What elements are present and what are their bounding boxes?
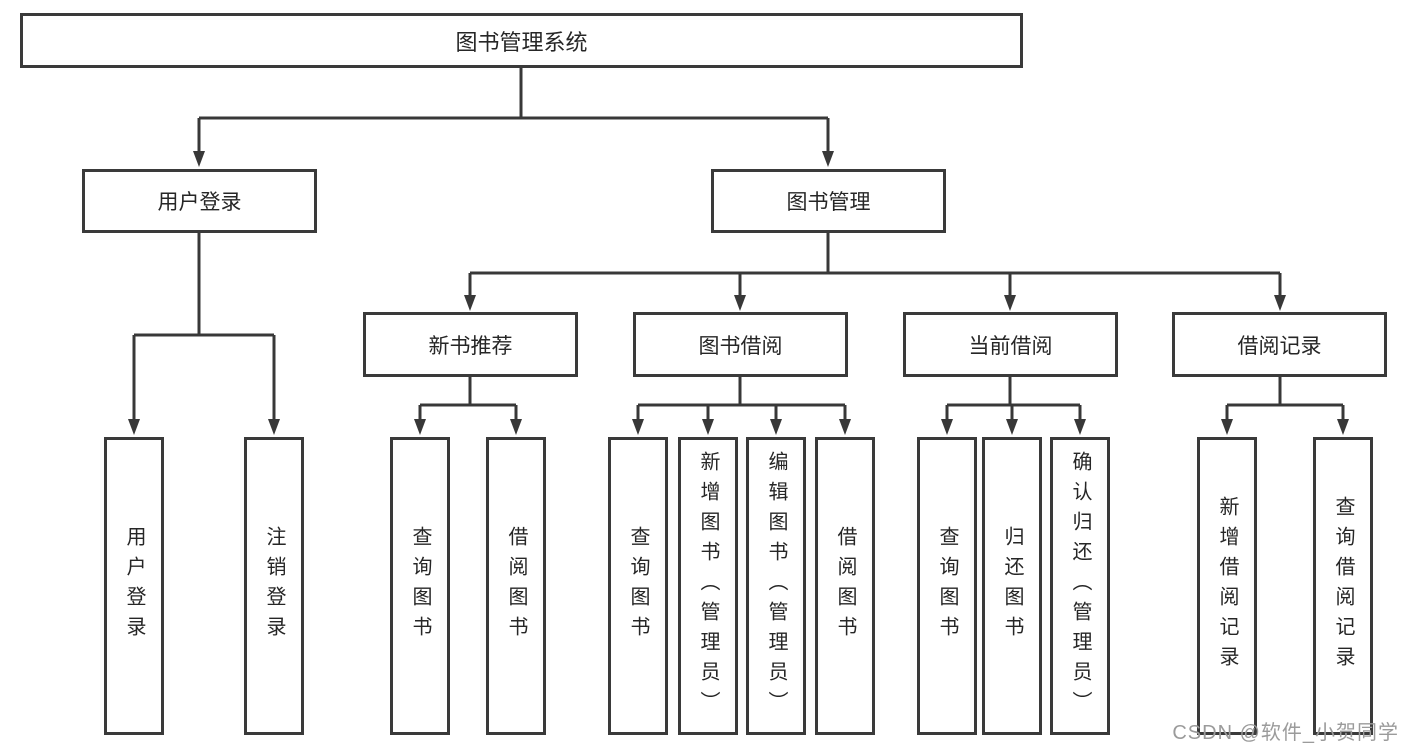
connector-currentborrow-leaves [947, 377, 1080, 407]
leaf-bb-borrow-book: 借阅图书 [815, 437, 875, 735]
leaf-rec-borrow-book-label: 借阅图书 [505, 526, 527, 646]
node-user-login: 用户登录 [82, 169, 317, 233]
leaf-bb-add-book-label: 新增图书（管理员） [697, 451, 719, 721]
node-borrow-records: 借阅记录 [1172, 312, 1387, 377]
watermark: CSDN @软件_小贺同学 [1172, 722, 1399, 744]
leaf-bb-edit-book-label: 编辑图书（管理员） [765, 451, 787, 721]
node-user-login-label: 用户登录 [157, 191, 242, 214]
leaf-cb-return-book-label: 归还图书 [1001, 526, 1023, 646]
leaf-cb-query-book: 查询图书 [917, 437, 977, 735]
leaf-logout-label: 注销登录 [263, 526, 285, 646]
node-book-mgmt: 图书管理 [711, 169, 946, 233]
node-root-label: 图书管理系统 [455, 29, 588, 55]
leaf-br-add-record: 新增借阅记录 [1197, 437, 1257, 735]
connector-newbooks-leaves [420, 377, 516, 407]
leaf-cb-confirm-return-label: 确认归还（管理员） [1069, 451, 1091, 721]
connector-bookmgmt-level3 [470, 233, 1280, 275]
node-root: 图书管理系统 [20, 13, 1023, 68]
connector-userlogin-leaves [134, 233, 274, 337]
leaf-bb-borrow-book-label: 借阅图书 [834, 526, 856, 646]
leaf-cb-return-book: 归还图书 [982, 437, 1042, 735]
node-current-borrow-label: 当前借阅 [968, 334, 1053, 358]
node-new-books-label: 新书推荐 [428, 334, 513, 358]
node-book-borrow: 图书借阅 [633, 312, 848, 377]
leaf-cb-confirm-return: 确认归还（管理员） [1050, 437, 1110, 735]
leaf-rec-query-book-label: 查询图书 [409, 526, 431, 646]
node-book-mgmt-label: 图书管理 [786, 191, 871, 214]
leaf-user-login-label: 用户登录 [123, 526, 145, 646]
leaf-br-query-record: 查询借阅记录 [1313, 437, 1373, 735]
leaf-rec-borrow-book: 借阅图书 [486, 437, 546, 735]
leaf-bb-query-book-label: 查询图书 [627, 526, 649, 646]
node-new-books: 新书推荐 [363, 312, 578, 377]
leaf-br-add-record-label: 新增借阅记录 [1216, 496, 1238, 676]
node-current-borrow: 当前借阅 [903, 312, 1118, 377]
connector-borrowrecords-leaves [1227, 377, 1343, 407]
leaf-bb-edit-book: 编辑图书（管理员） [746, 437, 806, 735]
leaf-user-login: 用户登录 [104, 437, 164, 735]
node-book-borrow-label: 图书借阅 [698, 334, 783, 358]
leaf-logout: 注销登录 [244, 437, 304, 735]
connector-bookborrow-leaves [638, 377, 845, 407]
leaf-br-query-record-label: 查询借阅记录 [1332, 496, 1354, 676]
leaf-cb-query-book-label: 查询图书 [936, 526, 958, 646]
connector-root-level2 [199, 68, 828, 120]
leaf-bb-query-book: 查询图书 [608, 437, 668, 735]
node-borrow-records-label: 借阅记录 [1237, 334, 1322, 358]
leaf-bb-add-book: 新增图书（管理员） [678, 437, 738, 735]
leaf-rec-query-book: 查询图书 [390, 437, 450, 735]
